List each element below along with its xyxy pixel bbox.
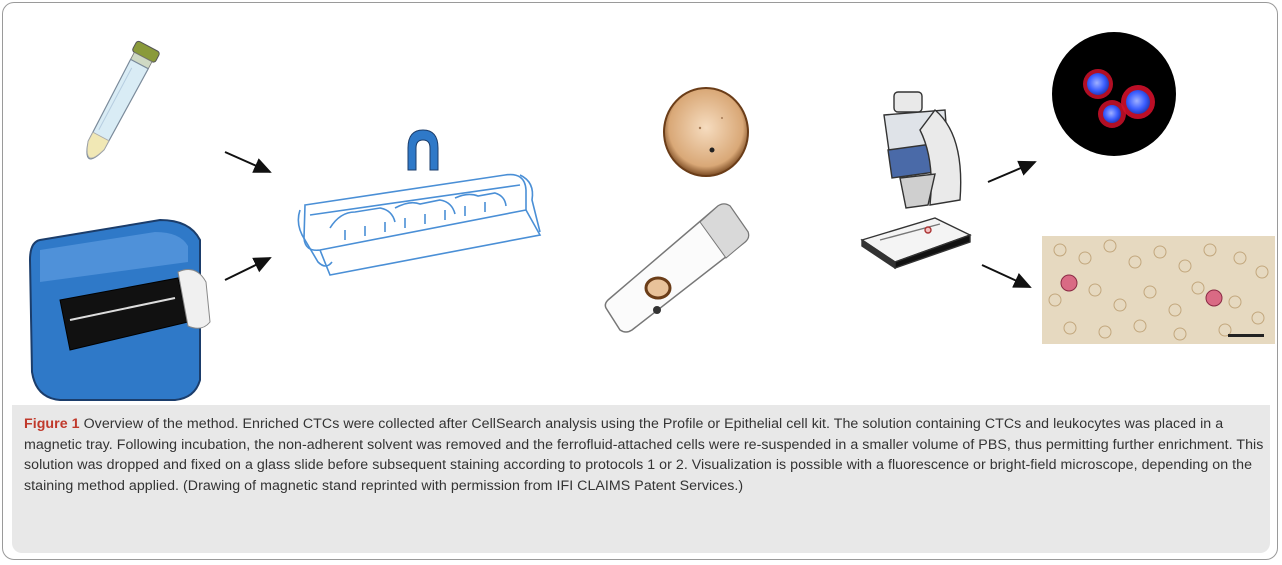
- fluorescence-image: [1052, 32, 1176, 156]
- arrow-icon: [987, 160, 1037, 183]
- arrow-icon: [224, 151, 272, 173]
- figure-label: Figure 1: [24, 416, 80, 432]
- tube-icon: [86, 40, 160, 160]
- glass-slide-icon: [604, 203, 750, 333]
- caption-background: [12, 405, 1270, 553]
- magnet-icon: [407, 129, 439, 171]
- caption-text: Overview of the method. Enriched CTCs we…: [24, 416, 1264, 494]
- cellsearch-instrument-icon: [28, 218, 211, 401]
- arrow-icon: [224, 257, 272, 281]
- brightfield-image: [1042, 236, 1275, 344]
- arrow-icon: [981, 264, 1032, 288]
- droplet-disc-icon: [663, 87, 749, 177]
- figure-caption: Figure 1 Overview of the method. Enriche…: [24, 414, 1264, 496]
- magnetic-tray-icon: [297, 173, 542, 276]
- microscope-icon: [860, 91, 972, 270]
- figure-illustration: [28, 32, 1275, 401]
